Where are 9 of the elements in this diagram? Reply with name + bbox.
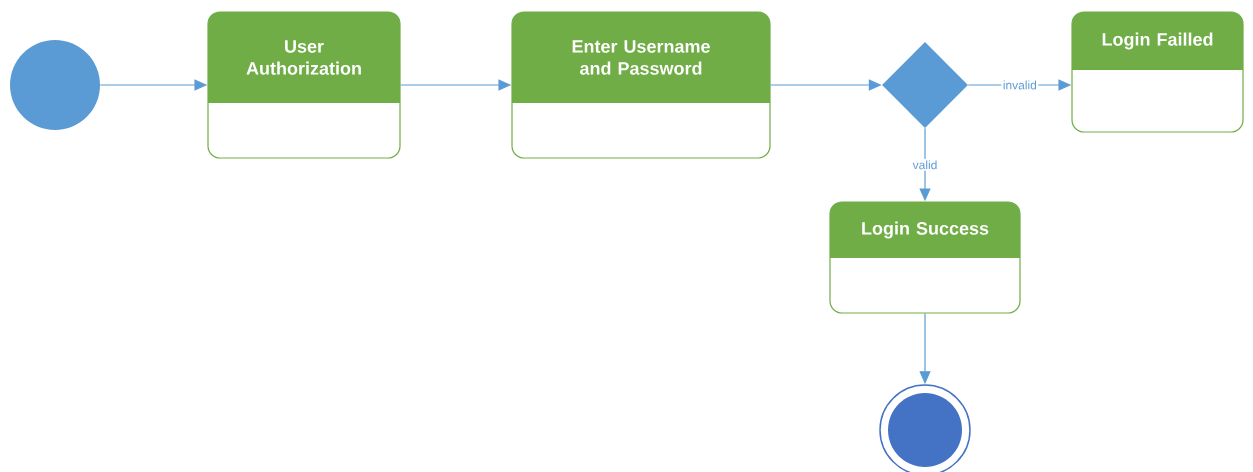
activity-box: Enter Username and Password xyxy=(511,11,771,159)
start-node xyxy=(10,40,100,130)
edge-label: valid xyxy=(911,158,939,171)
activity-box: Login Failled xyxy=(1071,11,1244,133)
activity-box: Login Success xyxy=(829,201,1021,314)
edge-label: invalid xyxy=(1001,79,1039,91)
activity-box: User Authorization xyxy=(207,11,401,159)
decision-diamond xyxy=(882,42,968,128)
end-node xyxy=(879,384,971,472)
